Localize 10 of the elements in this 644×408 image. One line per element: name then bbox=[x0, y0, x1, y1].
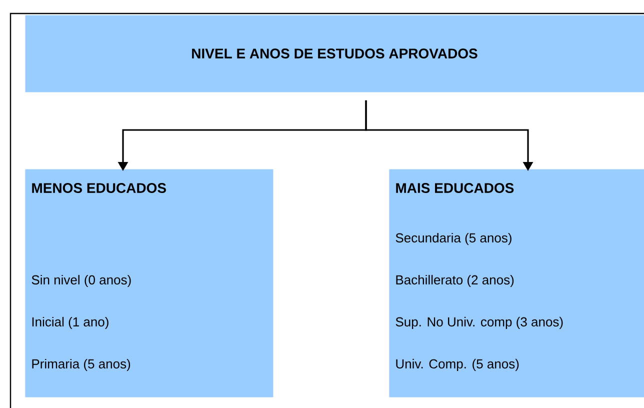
list-item: Secundaria (5 anos) bbox=[396, 232, 512, 246]
list-item: Bachillerato (2 anos) bbox=[396, 274, 514, 288]
list-item: Univ. Comp. (5 anos) bbox=[396, 358, 519, 372]
list-item: Inicial (1 ano) bbox=[32, 316, 108, 330]
heading: MAIS EDUCADOS bbox=[396, 183, 514, 193]
list-item: Primaria (5 anos) bbox=[32, 358, 130, 372]
list-item: Sin nivel (0 anos) bbox=[32, 274, 131, 288]
list-item: Sup. No Univ. comp (3 anos) bbox=[396, 316, 563, 330]
heading: MENOS EDUCADOS bbox=[32, 183, 166, 193]
heading: NIVEL E ANOS DE ESTUDOS APROVADOS bbox=[192, 48, 478, 58]
